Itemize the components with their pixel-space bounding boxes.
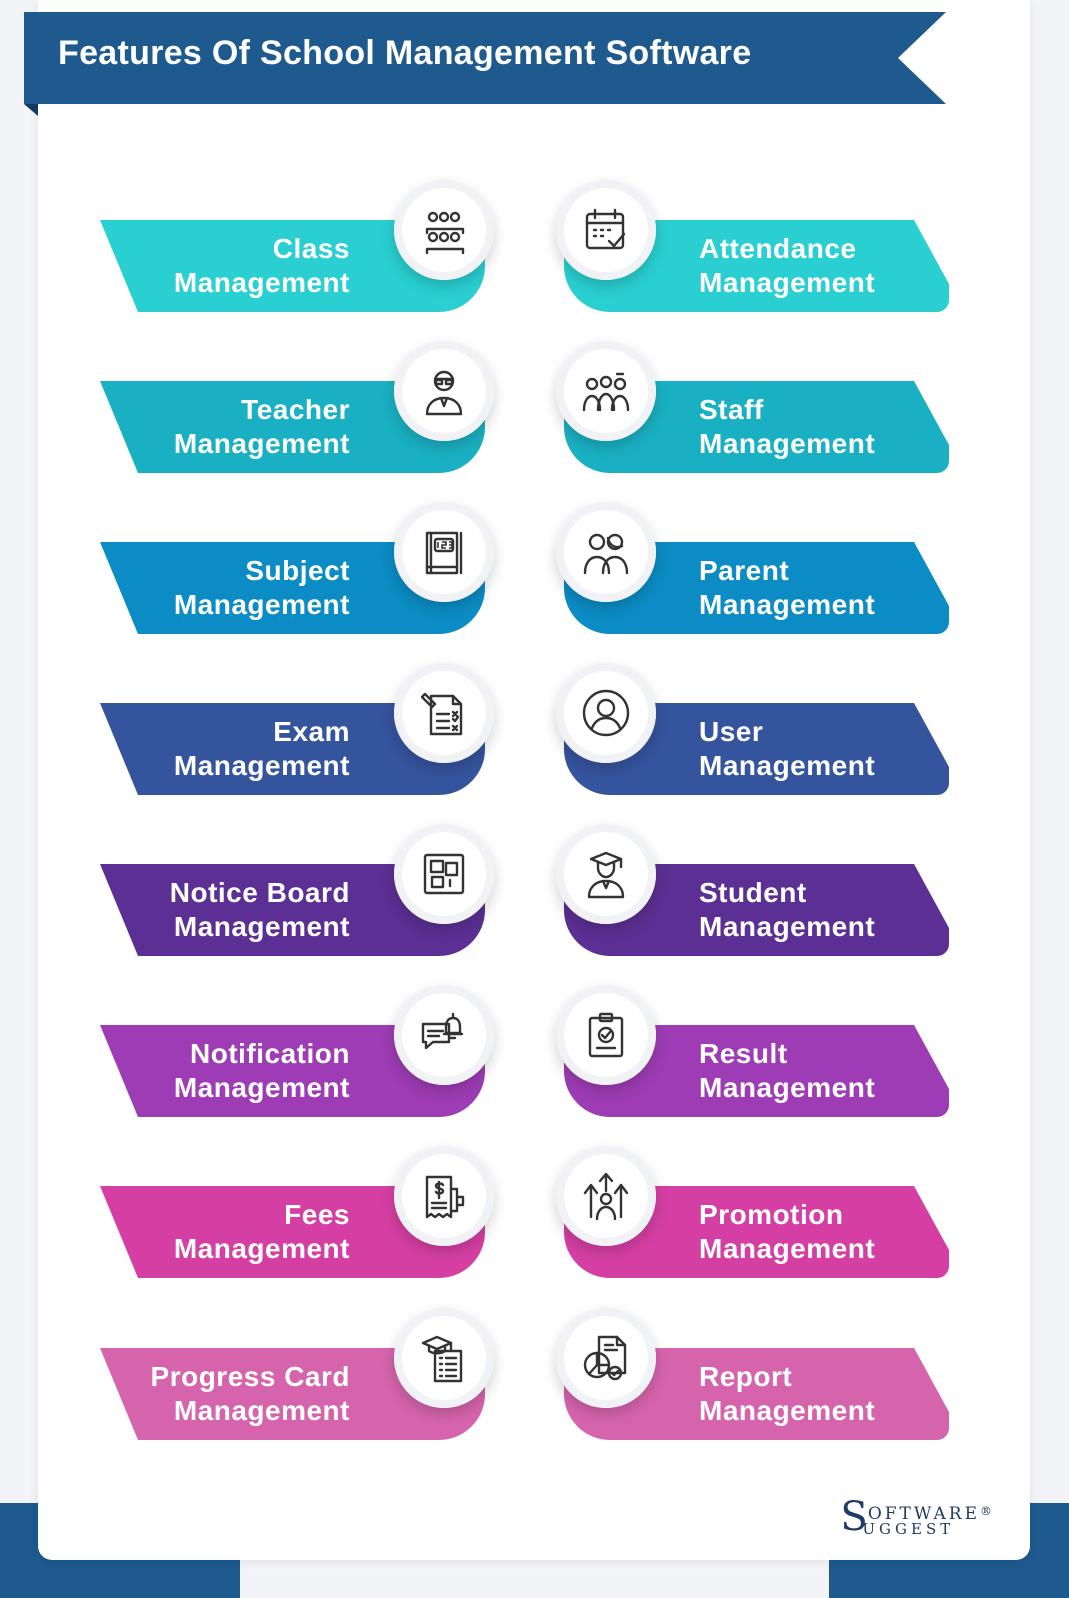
staff-group-icon <box>556 341 656 441</box>
fees-label-line1: Fees <box>284 1199 350 1230</box>
report-label-line2: Management <box>699 1395 876 1426</box>
report-label-line1: Report <box>699 1361 793 1392</box>
attendance-label-line1: Attendance <box>699 233 857 264</box>
staff-label-line2: Management <box>699 428 876 459</box>
teacher-icon <box>394 341 494 441</box>
report-chart-icon <box>556 1308 656 1408</box>
logo-bottom: UGGEST <box>862 1520 955 1538</box>
exam-label-line2: Management <box>173 750 350 781</box>
subject-label-line1: Subject <box>245 555 350 586</box>
student-label-line2: Management <box>699 911 876 942</box>
promotion-label-line1: Promotion <box>699 1199 844 1230</box>
parents-icon <box>556 502 656 602</box>
parent-label-line1: Parent <box>699 555 790 586</box>
progress-label-line1: Progress Card <box>150 1361 350 1392</box>
logo-top: OFTWARE® <box>867 1504 995 1524</box>
student-label-line1: Student <box>699 877 807 908</box>
book-icon <box>394 502 494 602</box>
clipboard-check-icon <box>556 985 656 1085</box>
notice-board-icon <box>394 824 494 924</box>
receipt-icon <box>394 1146 494 1246</box>
fees-label-line2: Management <box>173 1233 350 1264</box>
class-label-line2: Management <box>173 267 350 298</box>
brand-logo: SOFTWARE® UGGEST <box>840 1497 995 1538</box>
teacher-label-line1: Teacher <box>241 394 350 425</box>
notice-label-line1: Notice Board <box>169 877 350 908</box>
user-label-line2: Management <box>699 750 876 781</box>
graduate-icon <box>556 824 656 924</box>
promotion-arrows-icon <box>556 1146 656 1246</box>
promotion-label-line2: Management <box>699 1233 876 1264</box>
user-icon <box>556 663 656 763</box>
notice-label-line2: Management <box>173 911 350 942</box>
calendar-check-icon <box>556 180 656 280</box>
result-label-line2: Management <box>699 1072 876 1103</box>
progress-card-icon <box>394 1308 494 1408</box>
subject-label-line2: Management <box>173 589 350 620</box>
parent-label-line2: Management <box>699 589 876 620</box>
page-title: Features Of School Management Software <box>58 34 752 72</box>
teacher-label-line2: Management <box>173 428 350 459</box>
progress-label-line2: Management <box>173 1395 350 1426</box>
attendance-label-line2: Management <box>699 267 876 298</box>
title-banner: Features Of School Management Software <box>24 12 964 116</box>
chat-bell-icon <box>394 985 494 1085</box>
exam-paper-icon <box>394 663 494 763</box>
notification-label-line1: Notification <box>190 1038 350 1069</box>
notification-label-line2: Management <box>173 1072 350 1103</box>
exam-label-line1: Exam <box>273 716 350 747</box>
classroom-icon <box>394 180 494 280</box>
staff-label-line1: Staff <box>699 394 764 425</box>
user-label-line1: User <box>699 716 764 747</box>
class-label-line1: Class <box>272 233 350 264</box>
result-label-line1: Result <box>699 1038 788 1069</box>
logo-initial: S <box>840 1494 868 1540</box>
